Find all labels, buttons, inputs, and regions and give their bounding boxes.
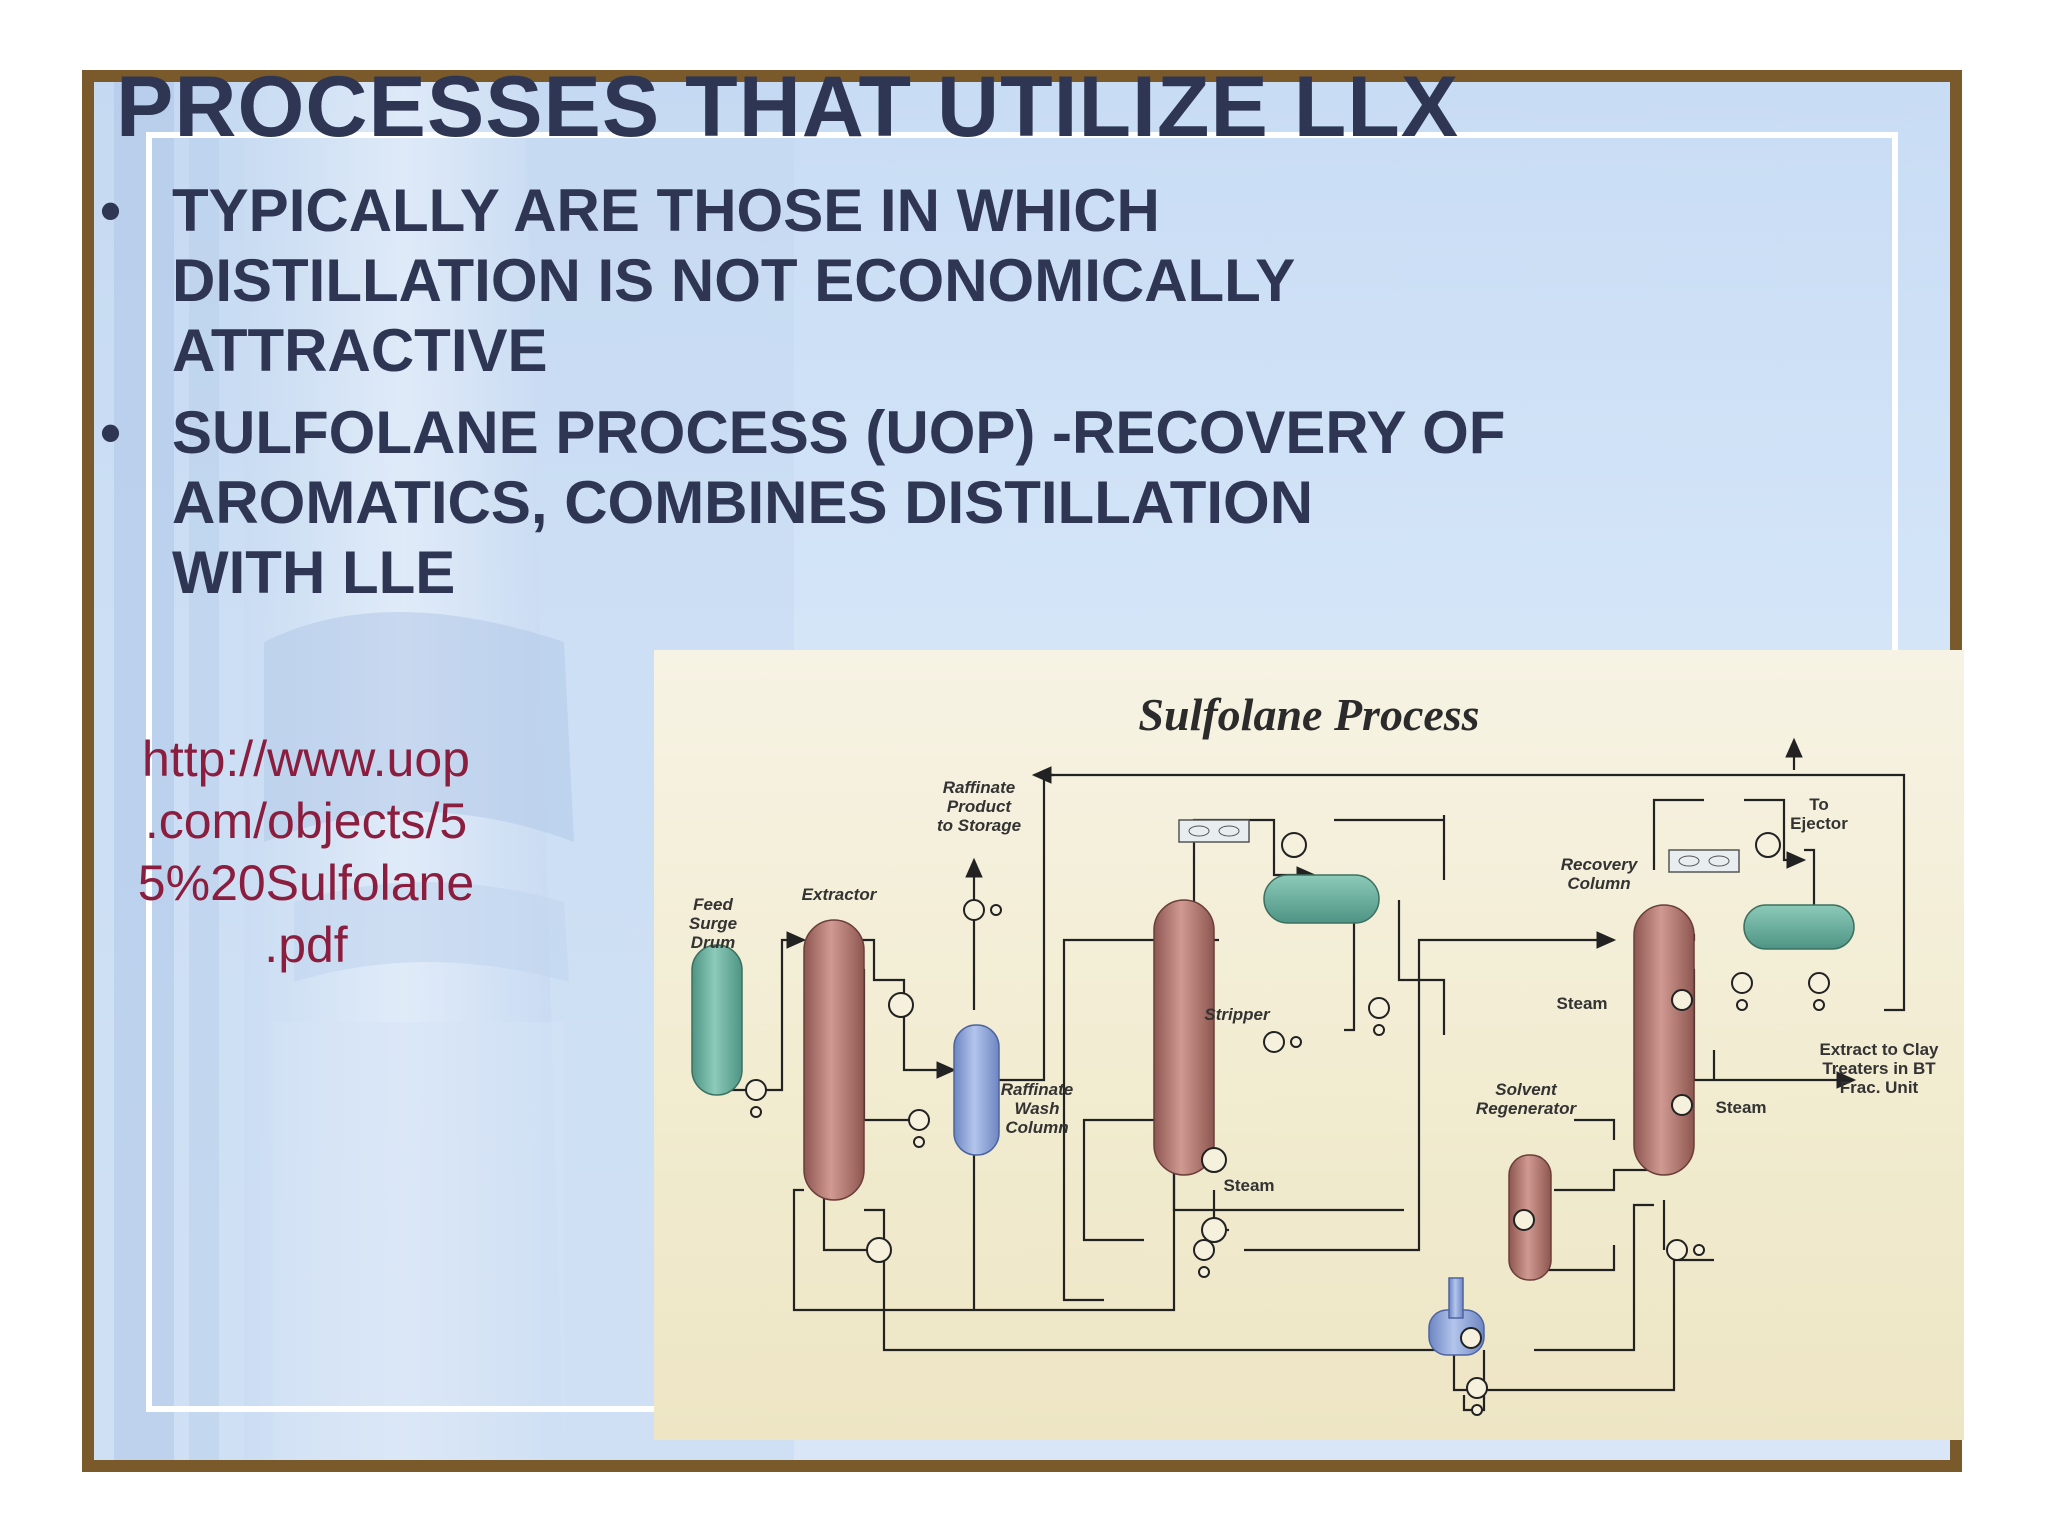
- bullet-list: • TYPICALLY ARE THOSE IN WHICH DISTILLAT…: [100, 176, 1840, 620]
- raffinate-wash-column-label: Raffinate Wash Column: [1000, 1080, 1074, 1137]
- stripper-label: Stripper: [1204, 1005, 1270, 1024]
- sulfolane-process-diagram: Sulfolane Process: [654, 650, 1964, 1440]
- extractor-vessel: [803, 919, 865, 1201]
- extract-to-clay-label: Extract to Clay Treaters in BT Frac. Uni…: [1819, 1040, 1939, 1097]
- source-link[interactable]: http://www.uop .com/objects/5 5%20Sulfol…: [137, 731, 475, 973]
- raffinate-product-label: Raffinate Product to Storage: [936, 778, 1022, 835]
- stripper-vessel: [1153, 899, 1215, 1176]
- to-ejector-label: To Ejector: [1790, 795, 1848, 833]
- stripper-air-cooler: [1178, 819, 1250, 843]
- slide-title: PROCESSES THAT UTILIZE LLX: [116, 59, 1460, 155]
- recovery-column-label: Recovery Column: [1560, 855, 1638, 893]
- recovery-air-cooler: [1668, 849, 1740, 873]
- steam-recovery-top-label: Steam: [1556, 994, 1608, 1013]
- feed-surge-drum: [691, 944, 743, 1096]
- bullet-item: • TYPICALLY ARE THOSE IN WHICH DISTILLAT…: [100, 176, 1840, 386]
- diagram-title: Sulfolane Process: [1138, 689, 1480, 740]
- bullet-text: SULFOLANE PROCESS (UOP) -RECOVERY OF ARO…: [172, 399, 1506, 606]
- bullet-marker: •: [100, 177, 122, 244]
- feed-surge-drum-label: Feed Surge Drum: [688, 895, 738, 952]
- bullet-text: TYPICALLY ARE THOSE IN WHICH DISTILLATIO…: [172, 177, 1296, 384]
- process-flow-svg: [691, 737, 1906, 1416]
- pumps-and-exchangers: [745, 832, 1830, 1416]
- solvent-regenerator-label: Solvent Regenerator: [1475, 1080, 1577, 1118]
- bullet-marker: •: [100, 399, 122, 466]
- steam-recovery-bottom-label: Steam: [1715, 1098, 1767, 1117]
- bullet-item: • SULFOLANE PROCESS (UOP) -RECOVERY OF A…: [100, 398, 1840, 608]
- stripper-receiver: [1263, 874, 1380, 924]
- steam-stripper-label: Steam: [1223, 1176, 1275, 1195]
- raffinate-wash-column: [953, 1024, 1000, 1156]
- recovery-receiver: [1743, 904, 1855, 950]
- recovery-column-vessel: [1633, 904, 1695, 1176]
- extractor-label: Extractor: [801, 885, 877, 904]
